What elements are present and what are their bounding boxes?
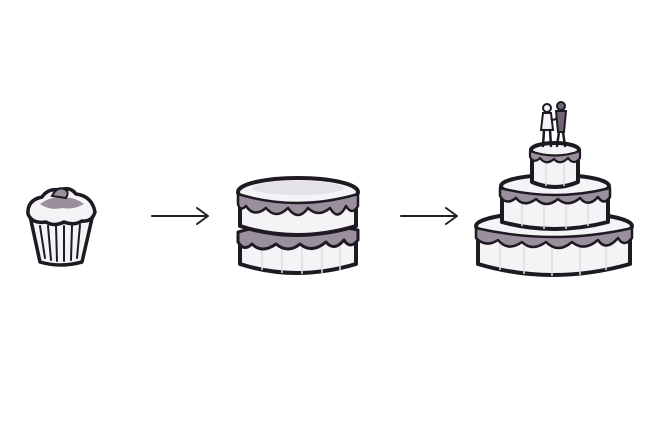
arrow-right-icon: [400, 207, 458, 225]
wedding-cake-icon: [474, 101, 634, 277]
arrow-right-icon: [151, 207, 209, 225]
cupcake-icon: [26, 186, 97, 267]
cake-topper-figures: [539, 101, 568, 148]
layer-cake-icon: [236, 176, 360, 275]
